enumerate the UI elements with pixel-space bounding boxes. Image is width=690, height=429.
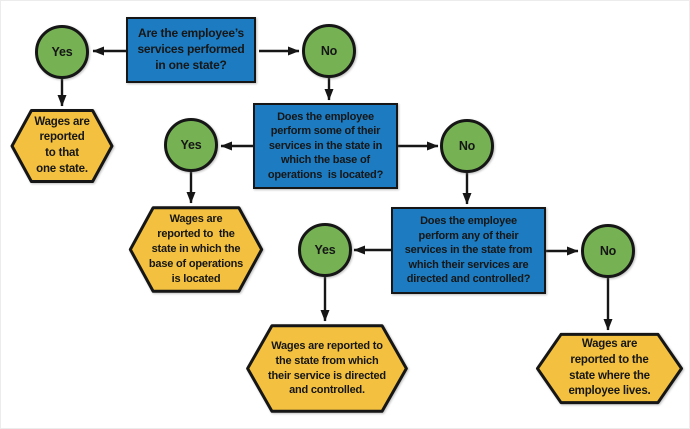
question-text: Does the employee perform some of their …: [267, 110, 384, 181]
decision-label: Yes: [180, 137, 202, 152]
result-hexagon-one-state: Wages are reported to that one state.: [11, 109, 113, 183]
decision-circle-yes-1: Yes: [35, 25, 89, 79]
decision-circle-yes-3: Yes: [298, 223, 352, 277]
result-hexagon-employee-lives: Wages are reported to the state where th…: [536, 333, 683, 404]
result-text: Wages are reported to the state in which…: [148, 213, 244, 285]
result-hexagon-directed-and-controlled: Wages are reported to the state from whi…: [246, 324, 408, 413]
result-hexagon-base-of-operations: Wages are reported to the state in which…: [129, 206, 263, 293]
hexagon-shape: [246, 324, 408, 413]
question-text: Are the employee’s services performed in…: [137, 26, 245, 72]
decision-label: Yes: [314, 242, 336, 257]
decision-label: Yes: [51, 44, 73, 59]
result-text: Wages are reported to the state from whi…: [268, 339, 386, 397]
hexagon-shape: [11, 109, 113, 183]
decision-circle-no-1: No: [302, 24, 356, 78]
decision-label: No: [320, 43, 338, 58]
hexagon-shape: [129, 206, 263, 293]
decision-label: No: [458, 138, 476, 153]
decision-label: No: [599, 243, 617, 258]
question-box-base-of-operations: Does the employee perform some of their …: [253, 103, 398, 189]
question-box-one-state: Are the employee’s services performed in…: [126, 17, 256, 83]
question-box-directed-and-controlled: Does the employee perform any of their s…: [391, 207, 546, 294]
hexagon-shape: [536, 333, 683, 404]
decision-circle-no-3: No: [581, 224, 635, 278]
question-text: Does the employee perform any of their s…: [404, 215, 533, 286]
result-text: Wages are reported to that one state.: [34, 115, 90, 175]
decision-circle-yes-2: Yes: [164, 118, 218, 172]
decision-circle-no-2: No: [440, 119, 494, 173]
result-text: Wages are reported to the state where th…: [568, 338, 651, 398]
